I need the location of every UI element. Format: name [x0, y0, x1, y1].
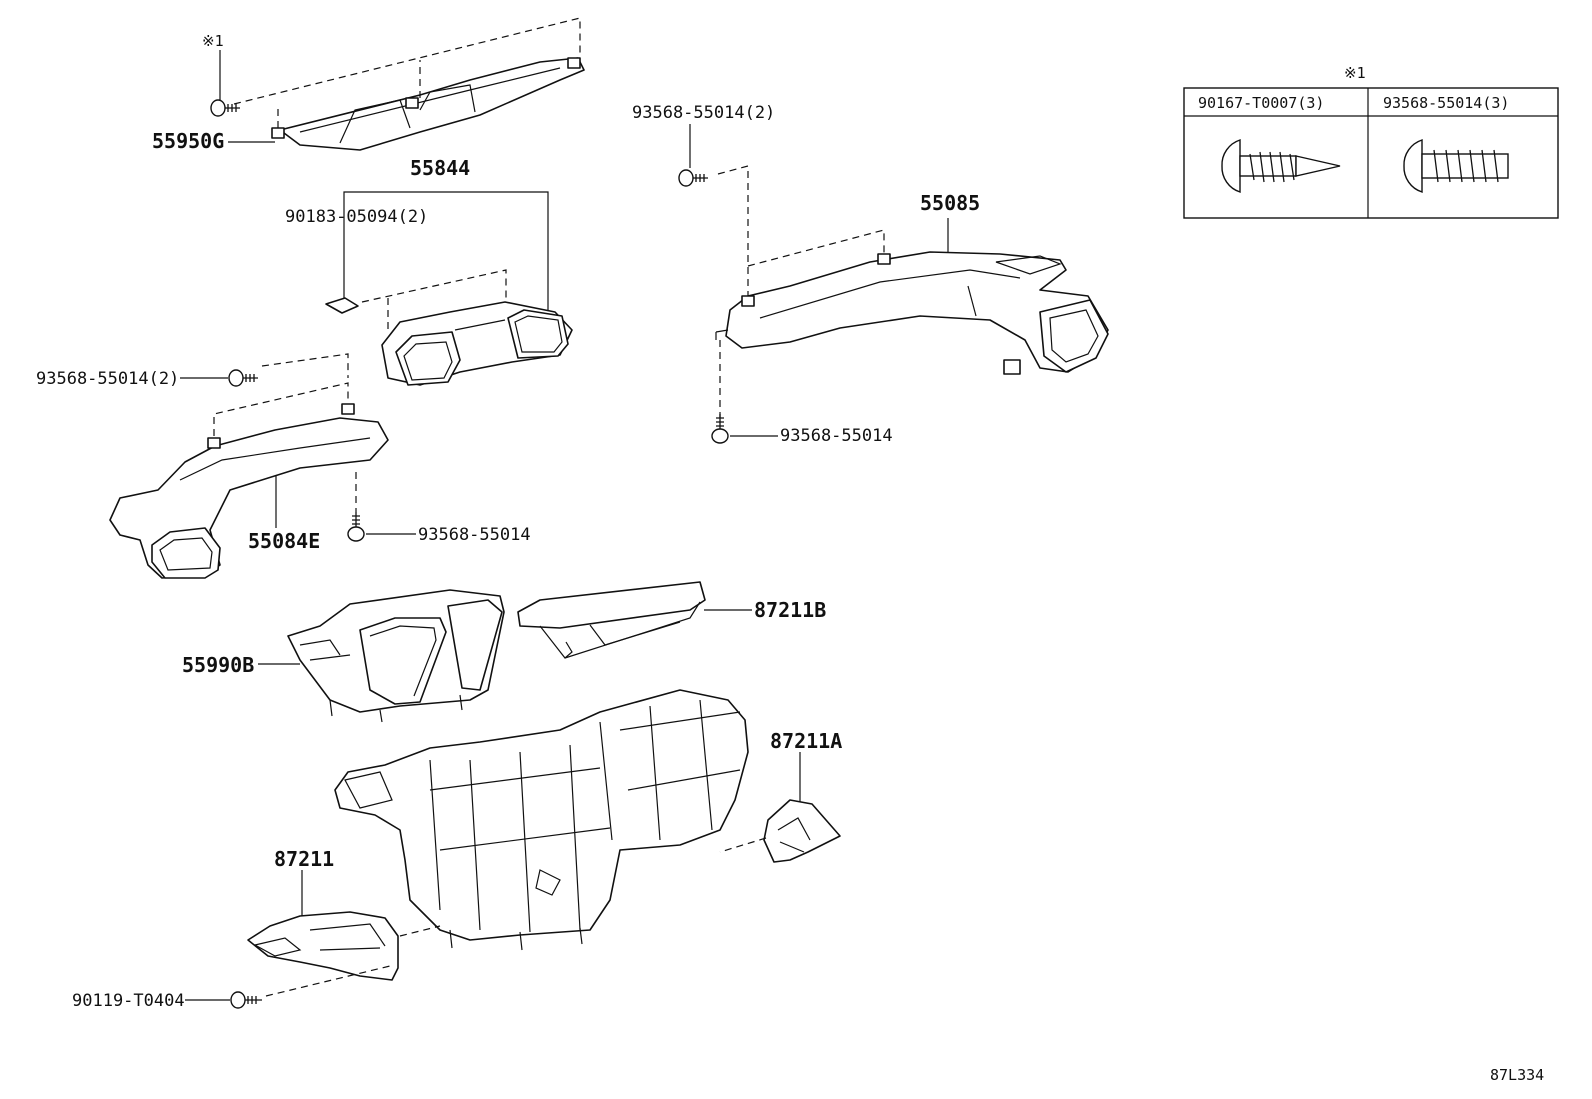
- label-55084E[interactable]: 55084E: [248, 529, 320, 553]
- label-93568-55014-2-top[interactable]: 93568-55014(2): [632, 103, 775, 123]
- part-87211B[interactable]: [517, 581, 706, 659]
- part-55990B[interactable]: [287, 589, 505, 723]
- guide-87211: [399, 925, 441, 937]
- part-87211A[interactable]: [763, 799, 841, 863]
- legend-screw-90167: [1221, 139, 1341, 193]
- label-55844[interactable]: 55844: [410, 156, 470, 180]
- label-87211B[interactable]: 87211B: [754, 598, 826, 622]
- label-87211[interactable]: 87211: [274, 847, 334, 871]
- guide-55844: [361, 269, 507, 303]
- part-55085-duct[interactable]: [715, 251, 1109, 375]
- figure-code: 87L334: [1490, 1066, 1544, 1084]
- part-55844-duct[interactable]: [381, 301, 573, 386]
- label-55085[interactable]: 55085: [920, 191, 980, 215]
- legend-table: ※1 90167-T0007(3) 93568-55014(3): [1183, 64, 1559, 219]
- legend-table-title: ※1: [1344, 64, 1366, 82]
- bracket-55844: [343, 191, 549, 312]
- guide-87211A: [719, 837, 767, 853]
- label-87211A[interactable]: 87211A: [770, 729, 842, 753]
- guide-55084E-2: [261, 353, 349, 378]
- screw-93568-right: [711, 414, 729, 444]
- part-87211[interactable]: [247, 911, 399, 981]
- label-90119-T0404[interactable]: 90119-T0404: [72, 991, 185, 1011]
- legend-col-1: 90167-T0007(3): [1198, 94, 1324, 112]
- label-93568-55014-left[interactable]: 93568-55014: [418, 525, 531, 545]
- guide-55085-1: [717, 165, 749, 300]
- screw-93568-left-bottom: [347, 512, 365, 542]
- label-93568-55014-right[interactable]: 93568-55014: [780, 426, 893, 446]
- screw-55950G: [210, 99, 240, 117]
- reference-note-marker: ※1: [202, 32, 224, 50]
- screw-93568-left-top: [228, 369, 258, 387]
- screw-93568-top: [678, 169, 708, 187]
- guide-55085-2: [747, 229, 885, 267]
- part-hvac-unit[interactable]: [334, 689, 749, 951]
- legend-screw-93568: [1403, 139, 1509, 193]
- legend-col-2: 93568-55014(3): [1383, 94, 1509, 112]
- part-55084E-duct[interactable]: [109, 403, 389, 579]
- guide-55084E-1: [213, 382, 349, 448]
- label-55990B[interactable]: 55990B: [182, 653, 254, 677]
- clip-90183: [325, 297, 359, 314]
- part-55950G-duct[interactable]: [271, 57, 585, 151]
- guide-90119: [265, 965, 391, 997]
- screw-90119: [230, 991, 262, 1009]
- label-93568-55014-2-left[interactable]: 93568-55014(2): [36, 369, 179, 389]
- label-55950G[interactable]: 55950G: [152, 129, 224, 153]
- label-90183-05094[interactable]: 90183-05094(2): [285, 207, 428, 227]
